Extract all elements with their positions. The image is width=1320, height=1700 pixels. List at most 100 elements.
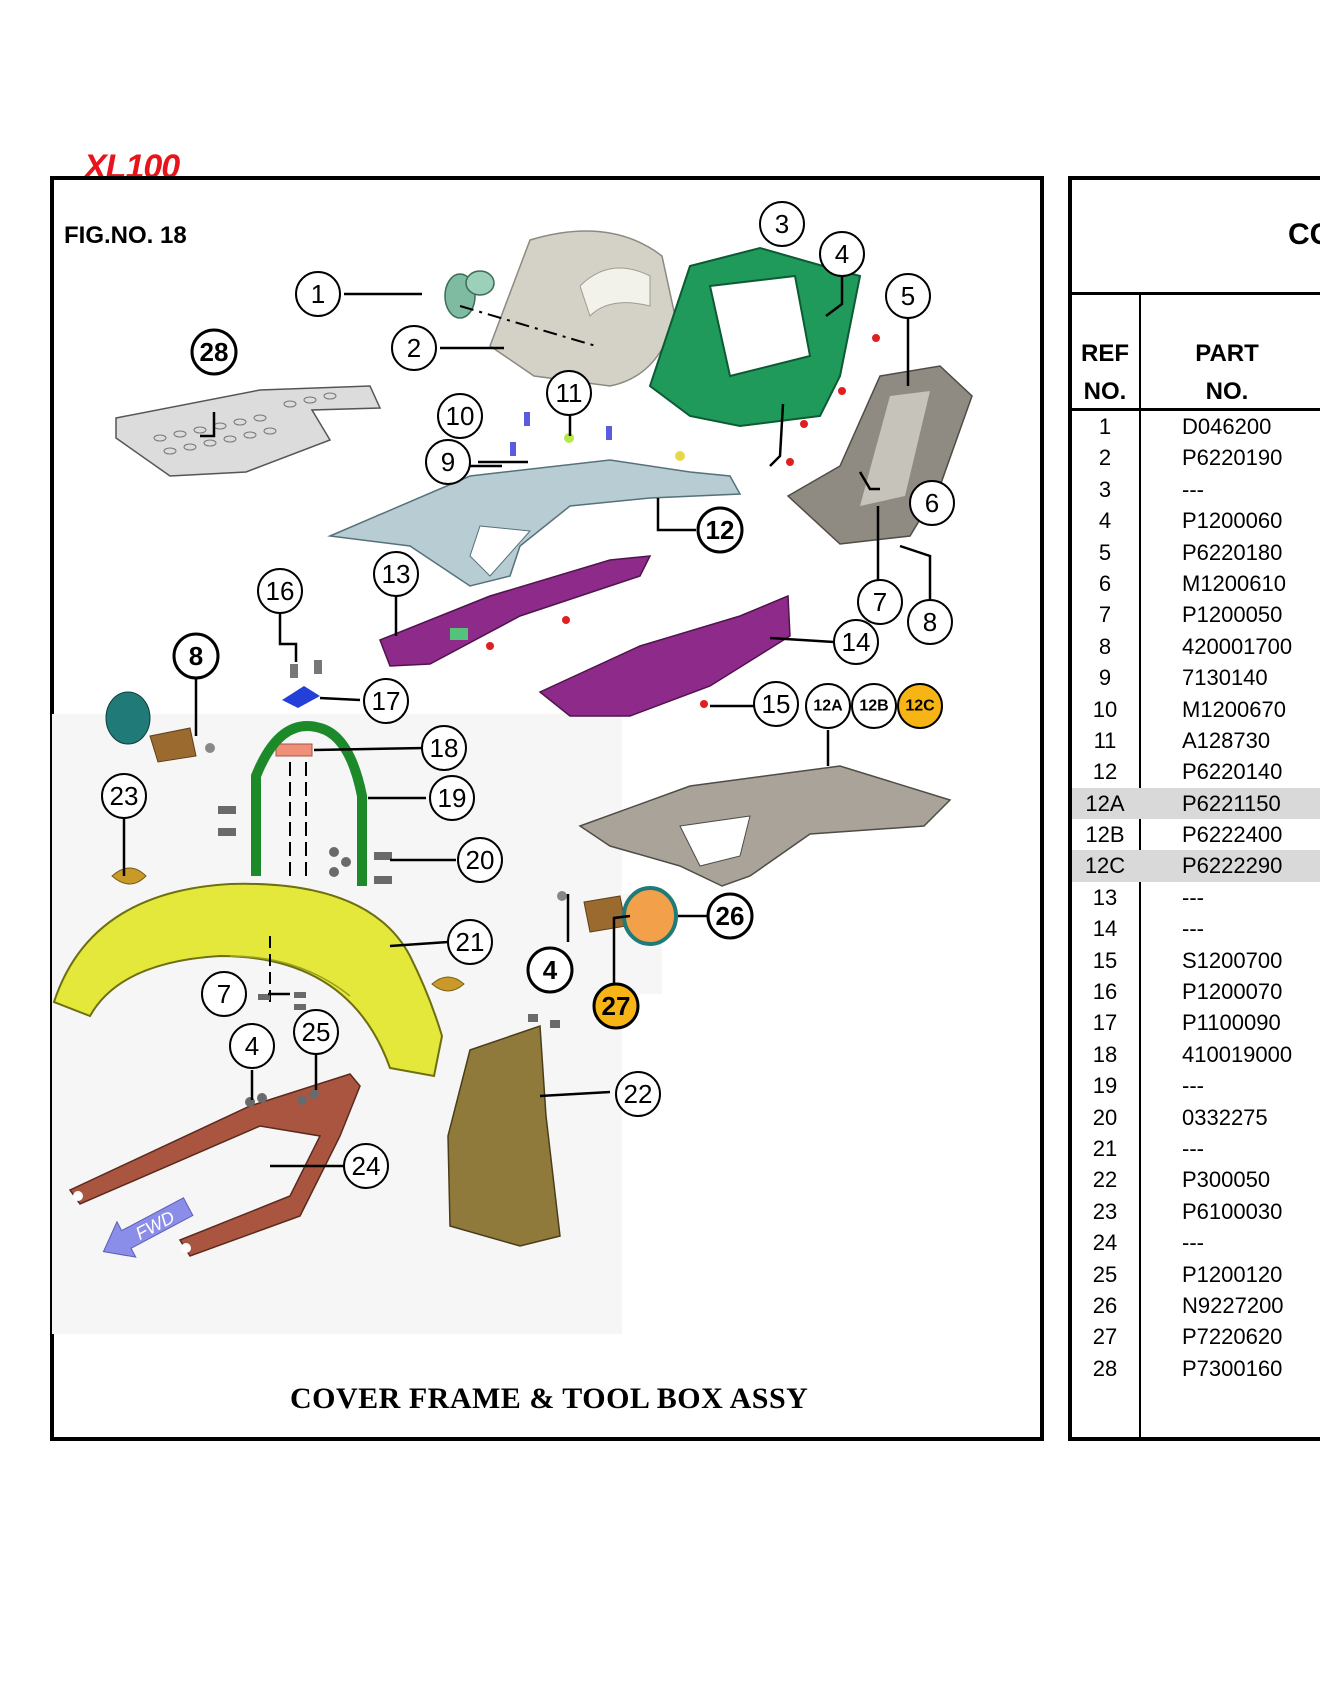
ref-no-cell: 7 xyxy=(1098,602,1112,628)
callout-9: 9 xyxy=(425,439,471,485)
part-no-cell: 420001700 xyxy=(1182,633,1293,659)
part-no-cell: 0332275 xyxy=(1182,1104,1268,1130)
callouts: 1 2 3 4 5 6 7 8 9 10 11 12 13 14 15 16 1… xyxy=(101,201,955,1189)
ref-no-cell: 12 xyxy=(1092,759,1118,785)
svg-text:13: 13 xyxy=(382,559,411,589)
svg-text:8: 8 xyxy=(189,641,203,671)
ref-no-cell: 17 xyxy=(1092,1010,1118,1036)
logo-text: XL100 xyxy=(84,150,180,180)
part-no-cell: --- xyxy=(1182,476,1204,502)
part-no-cell: P6221150 xyxy=(1182,790,1281,816)
part-no-cell: --- xyxy=(1182,1135,1204,1161)
part-header-line1: PART xyxy=(1195,340,1259,367)
callout-7: 7 xyxy=(857,579,903,625)
ref-no-cell: 22 xyxy=(1092,1167,1118,1193)
ref-no-cell: 25 xyxy=(1092,1261,1118,1287)
part-20-bolts xyxy=(218,806,392,884)
ref-no-cell: 2 xyxy=(1098,445,1112,471)
part-no-cell: N9227200 xyxy=(1182,1292,1284,1318)
parts-16-17 xyxy=(282,660,322,708)
table-row: 12 P6220140 xyxy=(1072,756,1320,787)
callout-12b: 12B xyxy=(851,683,897,729)
svg-text:4: 4 xyxy=(543,955,558,985)
table-row: 12C P6222290 xyxy=(1072,850,1320,882)
table-row: 14--- xyxy=(1072,913,1320,944)
ref-no-cell: 5 xyxy=(1098,539,1112,565)
svg-text:20: 20 xyxy=(466,845,495,875)
ref-no-cell: 23 xyxy=(1092,1198,1118,1224)
table-row: 20 0332275 xyxy=(1072,1102,1320,1133)
part-2-seat-cover xyxy=(489,230,676,387)
callout-13: 13 xyxy=(373,551,419,597)
part-no-cell: P1100090 xyxy=(1182,1010,1281,1036)
header-underline xyxy=(1070,408,1320,411)
ref-no-cell: 28 xyxy=(1092,1355,1118,1381)
table-row: 17 P1100090 xyxy=(1072,1007,1320,1038)
svg-text:15: 15 xyxy=(762,689,791,719)
ref-no-cell: 11 xyxy=(1093,727,1117,753)
part-1-knob xyxy=(444,270,495,319)
part-12abc-foot-mat xyxy=(578,765,952,887)
callout-28: 28 xyxy=(190,328,238,376)
part-22-mud-flap xyxy=(447,1024,561,1247)
ref-no-cell: 13 xyxy=(1092,884,1118,910)
part-28-mat-plate xyxy=(115,385,382,477)
svg-text:21: 21 xyxy=(456,927,485,957)
callout-10: 10 xyxy=(437,393,483,439)
svg-text:22: 22 xyxy=(624,1079,653,1109)
part-12-carrier-plate xyxy=(327,459,742,587)
svg-text:19: 19 xyxy=(438,783,467,813)
part-no-cell: 7130140 xyxy=(1182,665,1268,691)
ref-no-cell: 8 xyxy=(1098,633,1112,659)
part-3-green-frame xyxy=(648,246,862,428)
parts-table-title: CC xyxy=(1288,218,1320,251)
svg-text:4: 4 xyxy=(245,1031,259,1061)
part-no-cell: A128730 xyxy=(1182,727,1271,753)
ref-no-cell: 21 xyxy=(1092,1135,1118,1161)
svg-text:18: 18 xyxy=(430,733,459,763)
part-no-cell: P6222290 xyxy=(1182,853,1283,879)
svg-text:27: 27 xyxy=(602,991,631,1021)
ref-header-line1: REF xyxy=(1081,340,1129,367)
svg-text:11: 11 xyxy=(556,378,583,408)
callout-4: 4 xyxy=(819,231,865,277)
table-row: 21 --- xyxy=(1072,1133,1320,1164)
callout-8: 8 xyxy=(907,599,953,645)
figure-number: FIG.NO. 18 xyxy=(64,222,187,249)
ref-no-cell: 20 xyxy=(1092,1104,1118,1130)
ref-no-cell: 4 xyxy=(1098,508,1112,534)
ref-no-cell: 26 xyxy=(1092,1292,1118,1318)
ref-no-cell: 12C xyxy=(1084,853,1126,879)
callout-15: 15 xyxy=(753,681,799,727)
ref-no-cell: 6 xyxy=(1098,570,1112,596)
svg-text:28: 28 xyxy=(200,337,229,367)
table-row: 11 A128730 xyxy=(1072,725,1320,756)
ref-no-cell: 24 xyxy=(1092,1230,1118,1256)
part-no-cell: P6220140 xyxy=(1182,759,1283,785)
callout-20: 20 xyxy=(457,837,503,883)
callout-5: 5 xyxy=(885,273,931,319)
parts-9-10-11-screws xyxy=(510,412,685,461)
part-no-cell: P1200070 xyxy=(1182,979,1283,1005)
callout-16: 16 xyxy=(257,568,303,614)
part-no-cell: M1200670 xyxy=(1182,696,1286,722)
svg-text:25: 25 xyxy=(302,1017,331,1047)
callout-19: 19 xyxy=(429,775,475,821)
part-23-latch xyxy=(111,867,147,885)
part-8-reflector-left xyxy=(105,691,215,763)
svg-text:5: 5 xyxy=(901,281,915,311)
callout-17: 17 xyxy=(363,678,409,724)
svg-text:1: 1 xyxy=(311,279,325,309)
svg-text:14: 14 xyxy=(842,627,871,657)
part-no-cell: M1200610 xyxy=(1182,570,1286,596)
